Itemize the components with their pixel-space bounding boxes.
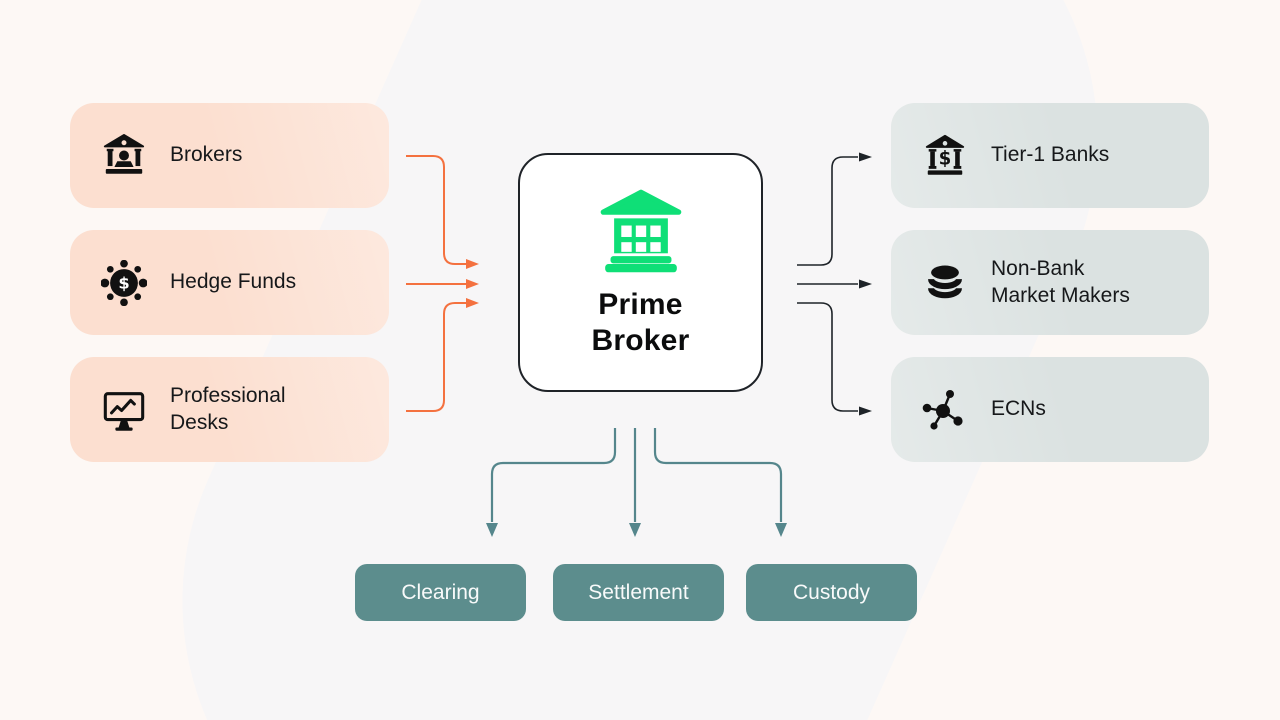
arrow-prime-to-nonbank	[797, 279, 872, 289]
service-label: Clearing	[401, 580, 480, 604]
arrow-prime-to-custody	[653, 428, 787, 537]
coin-stack-icon	[921, 259, 969, 307]
node-label: Hedge Funds	[170, 270, 297, 294]
bank-building-icon	[598, 187, 684, 273]
node-label: ECNs	[991, 397, 1046, 421]
node-label: Tier-1 Banks	[991, 143, 1110, 167]
service-settlement: Settlement	[553, 564, 724, 621]
service-custody: Custody	[746, 564, 917, 621]
node-label: Brokers	[170, 143, 243, 167]
service-label: Settlement	[588, 580, 689, 604]
node-ecns: ECNs	[891, 357, 1209, 462]
bank-person-icon	[100, 132, 148, 180]
dollar-hub-icon: $	[100, 259, 148, 307]
node-hedge-funds: $ Hedge Funds	[70, 230, 389, 335]
node-label: Non-Bank Market Makers	[991, 257, 1130, 307]
arrow-brokers-to-prime	[406, 155, 479, 269]
node-tier1-banks: $ Tier-1 Banks	[891, 103, 1209, 208]
service-clearing: Clearing	[355, 564, 526, 621]
svg-text:$: $	[939, 148, 952, 169]
arrow-prime-to-tier1	[797, 152, 872, 266]
bank-dollar-icon: $	[921, 132, 969, 180]
monitor-chart-icon	[100, 386, 148, 434]
node-nonbank-market-makers: Non-Bank Market Makers	[891, 230, 1209, 335]
network-hub-icon	[921, 386, 969, 434]
arrow-prime-to-settlement	[629, 428, 641, 537]
arrow-prime-to-ecns	[797, 302, 872, 416]
arrow-hedgefunds-to-prime	[406, 279, 479, 289]
arrow-desks-to-prime	[406, 298, 479, 412]
svg-text:$: $	[118, 273, 129, 292]
node-brokers: Brokers	[70, 103, 389, 208]
arrow-prime-to-clearing	[486, 428, 617, 537]
node-prime-broker: Prime Broker	[518, 153, 763, 392]
service-label: Custody	[792, 580, 871, 604]
node-label: Professional Desks	[170, 384, 286, 434]
center-title: Prime Broker	[591, 287, 690, 357]
node-professional-desks: Professional Desks	[70, 357, 389, 462]
